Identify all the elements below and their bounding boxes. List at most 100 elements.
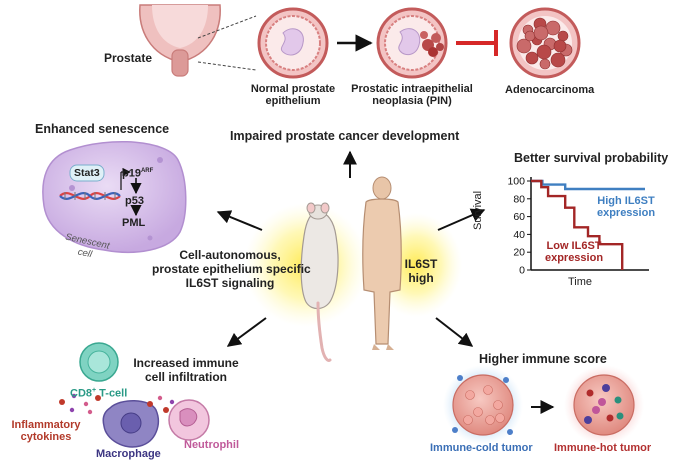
infiltrating-immune-cell: [616, 412, 624, 420]
tumor-cell: [485, 415, 495, 425]
immune-score-title: Higher immune score: [479, 352, 607, 366]
low-line2: expression: [544, 252, 604, 264]
immune-cell-outside: [457, 375, 463, 381]
y-tick-label: 60: [513, 211, 525, 223]
cytokine-dot: [169, 399, 175, 405]
p53-label: p53: [125, 195, 144, 207]
senescence-title: Enhanced senescence: [35, 122, 170, 136]
tumor-cell: [539, 58, 551, 70]
signaling-line2: prostate epithelium specific: [152, 262, 311, 276]
tumor-cell: [524, 30, 536, 42]
low-line1: Low IL6ST: [546, 240, 602, 252]
y-tick-label: 20: [513, 247, 525, 259]
infiltrating-immune-cell: [602, 384, 610, 392]
cytokine-dot: [157, 395, 163, 401]
infiltrating-immune-cell: [614, 396, 622, 404]
p19-label: p19ARF: [122, 165, 153, 180]
tumor-cell: [495, 413, 505, 423]
tumor-cell: [465, 390, 475, 400]
immune-title-line2: cell infiltration: [144, 370, 227, 384]
y-tick-label: 0: [519, 265, 525, 277]
normal-label-line1: Normal prostate: [250, 83, 336, 95]
immune-cold-tumor: [443, 365, 523, 445]
arrow-to-immune: [226, 317, 267, 347]
high-il6st-label: High IL6ST expression: [586, 195, 666, 219]
normal-label-line2: epithelium: [265, 95, 321, 107]
infiltrating-immune-cell: [586, 389, 594, 397]
immune-hot-tumor: [564, 365, 644, 445]
tumor-cell: [463, 415, 473, 425]
il6st-high-label: IL6ST high: [398, 257, 444, 285]
high-line2: expression: [596, 207, 656, 219]
cd8-t-cell-label: CD8+ T-cell: [70, 385, 127, 400]
inhibition-symbol: [456, 30, 498, 56]
t-cell-text: T-cell: [96, 387, 128, 400]
tumor-cell: [525, 51, 539, 65]
pin-illustration: [376, 7, 448, 79]
signaling-line1: Cell-autonomous,: [179, 248, 281, 262]
cytokine-dot: [95, 395, 101, 401]
macrophage-label: Macrophage: [96, 448, 161, 460]
neutrophil-label: Neutrophil: [184, 439, 239, 451]
immune-infiltration-title: Increased immune cell infiltration: [128, 356, 244, 384]
pin-label-line1: Prostatic intraepithelial: [351, 83, 473, 95]
cytokine-dot: [71, 393, 77, 399]
mouse-illustration: [300, 202, 339, 362]
cytokine-dot: [83, 401, 89, 407]
y-tick-label: 40: [513, 229, 525, 241]
adenocarcinoma-illustration: [509, 7, 581, 79]
cd8-t-cell: [79, 342, 119, 382]
immune-cold-label: Immune-cold tumor: [430, 442, 533, 454]
immune-title-line1: Increased immune: [133, 356, 239, 370]
signaling-line3: IL6ST signaling: [185, 276, 275, 290]
prostate-label: Prostate: [104, 51, 153, 65]
stat3-badge: [69, 164, 105, 182]
survival-title: Better survival probability: [514, 151, 669, 165]
survival-ylabel: Survival: [472, 190, 484, 230]
tumor-cell: [533, 25, 549, 41]
p19-superscript: ARF: [140, 168, 154, 174]
infiltrating-immune-cell: [606, 414, 614, 422]
tumor-cell: [536, 44, 552, 60]
low-il6st-label: Low IL6ST expression: [534, 240, 614, 264]
pin-label: Prostatic intraepithelial neoplasia (PIN…: [346, 83, 478, 107]
macrophage-cell: [102, 400, 160, 448]
normal-epithelium-illustration: [257, 7, 329, 79]
dna-helix-icon: [59, 192, 121, 200]
y-tick-label: 100: [507, 176, 525, 188]
neutrophil-cell: [168, 399, 210, 441]
prostate-organ-illustration: [139, 4, 257, 77]
cytokine-dot: [163, 407, 169, 413]
tumor-cell: [473, 407, 483, 417]
impaired-development-label: Impaired prostate cancer development: [230, 129, 460, 143]
tumor-cell: [557, 30, 569, 42]
signaling-label: Cell-autonomous, prostate epithelium spe…: [152, 248, 311, 290]
cytokine-dot: [59, 399, 65, 405]
il6st-line1: IL6ST: [404, 257, 438, 271]
inflammatory-line1: Inflammatory: [11, 419, 81, 431]
immune-hot-label: Immune-hot tumor: [554, 442, 652, 454]
immune-cell-outside: [452, 427, 458, 433]
tumor-cell: [483, 385, 493, 395]
cytokine-dot: [87, 409, 93, 415]
tumor-cell: [553, 39, 567, 53]
adenocarcinoma-label: Adenocarcinoma: [505, 84, 595, 96]
tumor-cell: [550, 52, 566, 68]
infiltrating-immune-cell: [584, 416, 592, 424]
inflammatory-line2: cytokines: [20, 431, 72, 443]
p19-text: p19: [122, 167, 141, 180]
normal-epithelium-label: Normal prostate epithelium: [243, 83, 343, 107]
tumor-cell: [493, 400, 503, 410]
cytokine-dots: [59, 393, 175, 415]
y-tick-label: 80: [513, 193, 525, 205]
series-line-low: [531, 179, 624, 270]
immune-cell-outside: [507, 429, 513, 435]
human-silhouette: [362, 176, 402, 350]
arrow-to-survival: [437, 208, 486, 231]
il6st-line2: high: [408, 271, 434, 285]
tumor-cell: [516, 38, 532, 54]
pin-label-line2: neoplasia (PIN): [372, 95, 452, 107]
survival-chart: 0 20 40 60 80 100: [507, 176, 649, 277]
cytokine-dot: [69, 407, 75, 413]
